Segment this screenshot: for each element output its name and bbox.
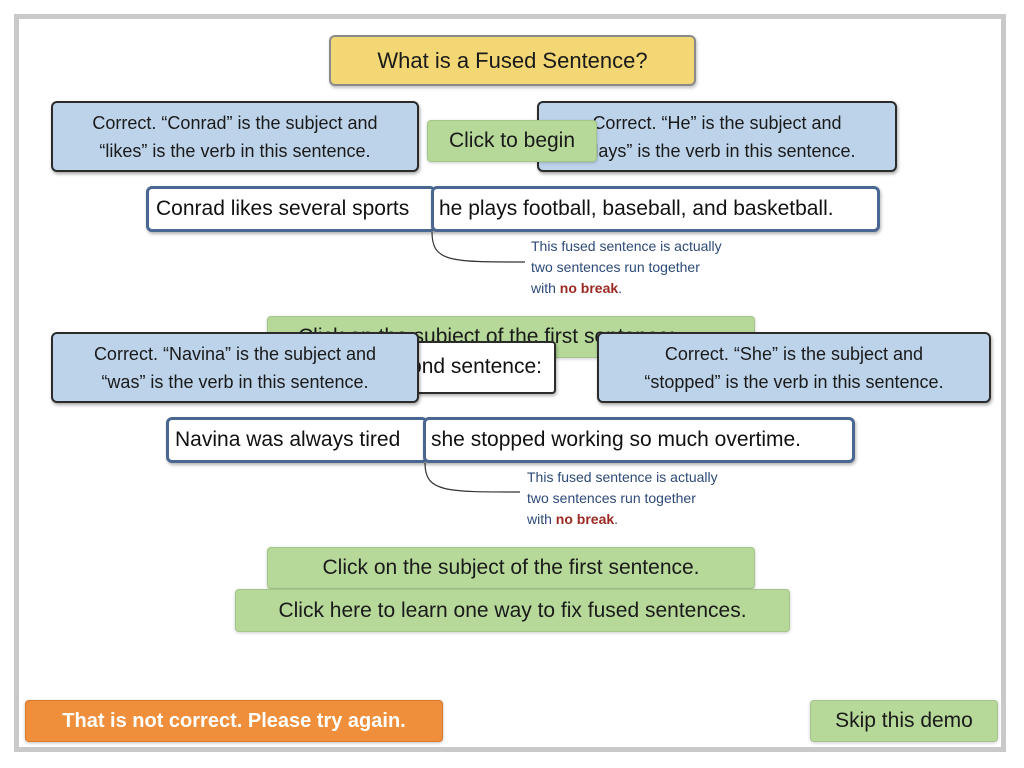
feedback-correct-he: Correct. “He” is the subject and “plays”… (537, 101, 897, 172)
note-line: two sentences run together (531, 259, 700, 275)
fused-note-1: This fused sentence is actually two sent… (531, 236, 761, 299)
note-end: . (614, 511, 619, 527)
feedback-line: “was” is the verb in this sentence. (101, 371, 369, 392)
no-break-label: no break (555, 511, 615, 527)
page-title-text: What is a Fused Sentence? (377, 47, 648, 73)
note-line: two sentences run together (527, 490, 696, 506)
skip-demo-button[interactable]: Skip this demo (810, 700, 998, 742)
note-line: This fused sentence is actually (531, 238, 722, 254)
sentence2-part1-text[interactable]: Navina was always tired (175, 428, 401, 451)
feedback-line: “stopped” is the verb in this sentence. (644, 371, 944, 392)
sentence2-part2-box[interactable] (423, 417, 855, 463)
page-title: What is a Fused Sentence? (329, 35, 696, 86)
feedback-correct-conrad: Correct. “Conrad” is the subject and “li… (51, 101, 419, 172)
feedback-line: Correct. “Navina” is the subject and (93, 343, 377, 364)
no-break-label: no break (559, 280, 619, 296)
sentence2-part1-box[interactable] (166, 417, 428, 463)
feedback-line: Correct. “Conrad” is the subject and (92, 112, 378, 133)
feedback-line: “plays” is the verb in this sentence. (578, 140, 856, 161)
sentence1-part2-text[interactable]: he plays football, baseball, and basketb… (439, 197, 834, 220)
learn-fix-button[interactable]: Click here to learn one way to fix fused… (235, 589, 790, 632)
prompt-first-subject-button[interactable]: Click on the subject of the first senten… (267, 547, 755, 589)
feedback-correct-navina: Correct. “Navina” is the subject and “wa… (51, 332, 419, 403)
sentence2-part2-text[interactable]: she stopped working so much overtime. (431, 428, 802, 451)
begin-button[interactable]: Click to begin (427, 120, 597, 162)
error-message-text: That is not correct. Please try again. (62, 709, 406, 732)
feedback-line: “likes” is the verb in this sentence. (99, 140, 371, 161)
sentence1-part1-text[interactable]: Conrad likes several sports (156, 197, 410, 220)
sentence1-part2-box[interactable] (431, 186, 880, 232)
feedback-correct-she: Correct. “She” is the subject and “stopp… (597, 332, 991, 403)
skip-demo-label: Skip this demo (835, 709, 973, 732)
note-with: with (531, 280, 560, 296)
feedback-line: Correct. “She” is the subject and (664, 343, 924, 364)
begin-button-label: Click to begin (448, 129, 576, 152)
learn-fix-label: Click here to learn one way to fix fused… (278, 598, 747, 622)
note-end: . (618, 280, 623, 296)
error-message: That is not correct. Please try again. (25, 700, 443, 742)
note-line: This fused sentence is actually (527, 469, 718, 485)
fused-note-2: This fused sentence is actually two sent… (527, 467, 757, 530)
feedback-line: Correct. “He” is the subject and (592, 112, 842, 133)
note-with: with (527, 511, 556, 527)
sentence1-part1-box[interactable] (146, 186, 436, 232)
prompt-first-subject-label: Click on the subject of the first senten… (322, 556, 700, 579)
